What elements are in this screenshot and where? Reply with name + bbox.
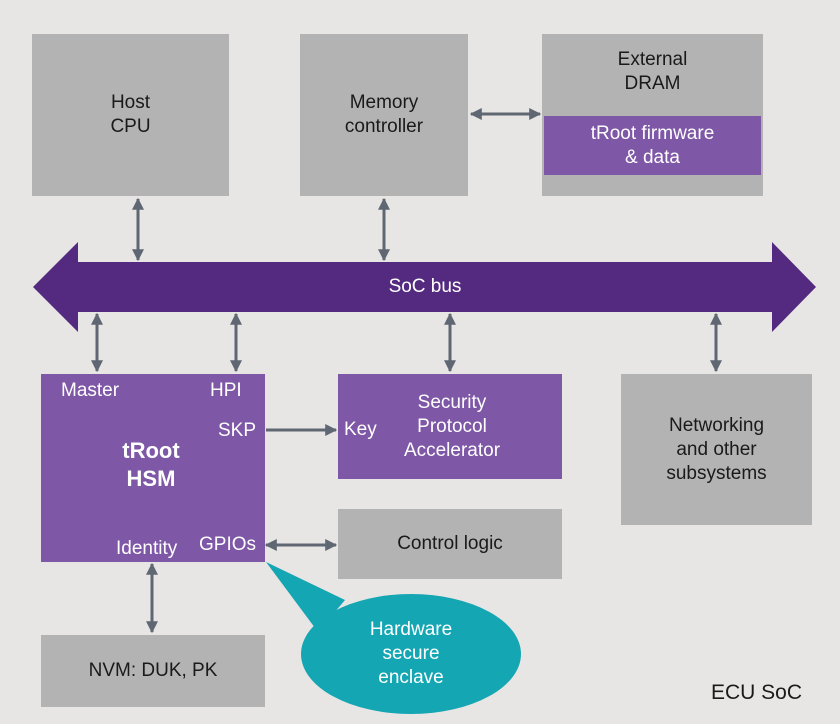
troot-hsm-title: tRoot HSM [122, 438, 180, 491]
port-gpios: GPIOs [199, 534, 257, 555]
soc-bus-label: SoC bus [388, 276, 462, 297]
control-logic-label: Control logic [397, 533, 503, 554]
security-accelerator-box [338, 374, 562, 479]
troot-hsm-box [41, 374, 265, 562]
port-master: Master [61, 380, 120, 401]
port-key: Key [344, 419, 377, 440]
enclave-label: Hardware secure enclave [369, 619, 453, 688]
nvm-label: NVM: DUK, PK [88, 660, 218, 681]
port-skp: SKP [218, 420, 257, 441]
ecu-soc-label: ECU SoC [711, 681, 803, 704]
troot-firmware-box: tRoot firmware & data [544, 116, 761, 175]
port-identity: Identity [116, 538, 178, 559]
troot-hsm-title-wrap: tRoot HSM [81, 436, 221, 494]
soc-bus-arrow [33, 242, 816, 332]
host-cpu-label: Host CPU [110, 92, 151, 137]
port-hpi: HPI [210, 380, 242, 401]
security-accelerator-label-wrap: Security Protocol Accelerator [390, 374, 514, 479]
troot-firmware-label: tRoot firmware & data [590, 122, 715, 168]
memory-controller-box: Memory controller [300, 34, 468, 196]
soc-bus-label-wrap: SoC bus [78, 262, 772, 312]
nvm-box: NVM: DUK, PK [41, 635, 265, 707]
security-accelerator-label: Security Protocol Accelerator [403, 391, 501, 461]
host-cpu-box: Host CPU [32, 34, 229, 196]
memory-controller-label: Memory controller [344, 92, 424, 137]
enclave-callout-pointer [266, 562, 345, 632]
networking-label: Networking and other subsystems [666, 414, 767, 484]
enclave-label-wrap: Hardware secure enclave [321, 606, 501, 702]
control-logic-box: Control logic [338, 509, 562, 579]
networking-box: Networking and other subsystems [621, 374, 812, 525]
enclave-callout-bubble [301, 594, 521, 714]
external-dram-label: External DRAM [617, 49, 688, 94]
